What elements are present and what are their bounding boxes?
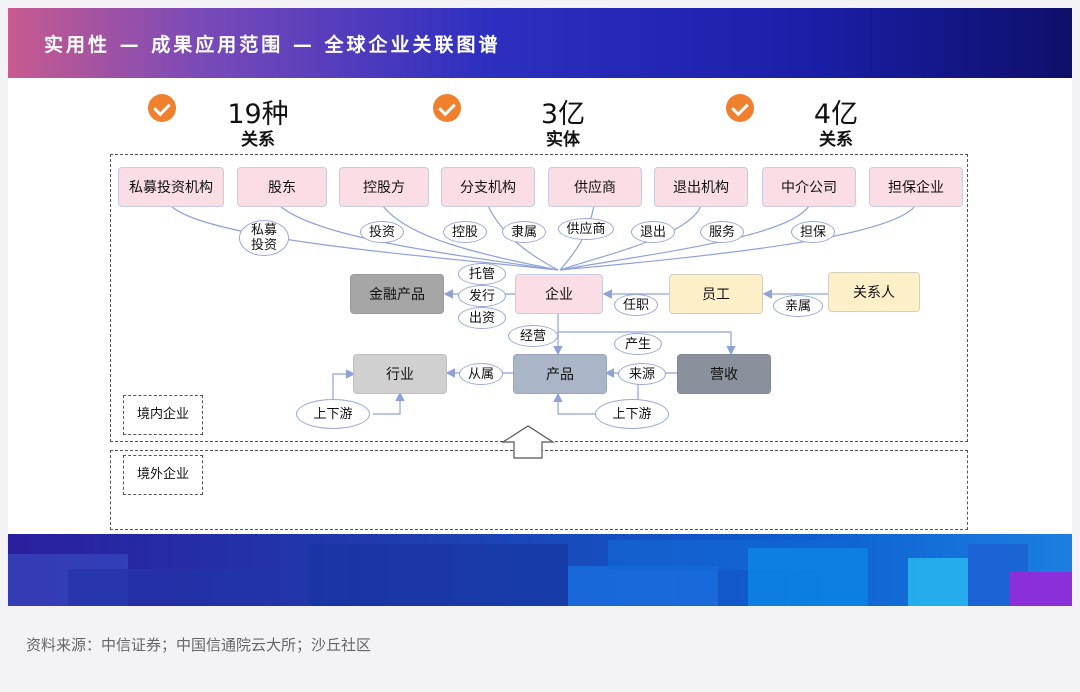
edge-label-holding: 控股 [443, 221, 487, 243]
edge-label-service: 服务 [700, 221, 744, 243]
edge-label-supply: 供应商 [558, 218, 614, 240]
stat-relations: 4亿 关系 [726, 92, 876, 152]
stat-label: 关系 [241, 130, 275, 150]
node-controller: 控股方 [339, 167, 429, 207]
edge-label-private-investment: 私募 投资 [239, 220, 289, 256]
node-supplier: 供应商 [548, 167, 642, 207]
node-financial-product: 金融产品 [350, 274, 444, 314]
node-shareholder: 股东 [237, 167, 327, 207]
edge-label-employ: 任职 [614, 294, 658, 316]
node-intermediary: 中介公司 [762, 167, 856, 207]
edge-line [382, 205, 559, 271]
node-exit-institution: 退出机构 [654, 167, 748, 207]
edge-label-operate: 经营 [508, 325, 558, 347]
edge-label-source: 来源 [618, 363, 666, 385]
stat-value: 19种 [227, 99, 289, 130]
edge-label-guarantee: 担保 [791, 221, 835, 243]
edge-line [559, 205, 702, 271]
source-note: 资料来源：中信证券；中国信通院云大所；沙丘社区 [26, 636, 372, 654]
edge-label-investment: 投资 [360, 221, 404, 243]
edge-label-affiliation: 隶属 [502, 221, 546, 243]
edge-label-generate: 产生 [614, 333, 662, 355]
edge-line [559, 205, 916, 271]
node-enterprise: 企业 [515, 274, 603, 314]
title-banner: 实用性 — 成果应用范围 — 全球企业关联图谱 [8, 8, 1072, 78]
edge-label-kin: 亲属 [773, 295, 823, 317]
check-icon [433, 94, 461, 122]
node-guarantor: 担保企业 [869, 167, 963, 207]
edge-label-custody: 托管 [458, 263, 506, 285]
check-icon [726, 94, 754, 122]
edge-line [487, 205, 559, 271]
node-private-equity: 私募投资机构 [118, 167, 224, 207]
decorative-footer-band [8, 534, 1072, 606]
stat-entities: 3亿 实体 [433, 92, 603, 152]
edge-label-issue: 发行 [458, 285, 506, 307]
edge-label-belongs: 从属 [459, 363, 503, 385]
edge-line [373, 391, 405, 415]
node-related-person: 关系人 [828, 272, 920, 312]
edge-label-capital: 出资 [458, 307, 506, 329]
domestic-region-label: 境内企业 [123, 395, 203, 435]
slide: 实用性 — 成果应用范围 — 全球企业关联图谱 19种 关系 3亿 实体 4亿 … [8, 8, 1072, 606]
node-branch: 分支机构 [441, 167, 535, 207]
edge-line [558, 331, 736, 356]
edge-line [559, 205, 595, 271]
node-revenue: 营收 [677, 354, 771, 394]
edge-label-product-chain: 上下游 [595, 399, 669, 429]
node-product: 产品 [513, 354, 607, 394]
stat-value: 4亿 [813, 99, 859, 130]
node-industry: 行业 [353, 354, 447, 394]
node-employee: 员工 [669, 274, 763, 314]
up-arrow-icon [500, 425, 556, 459]
edge-label-exit: 退出 [631, 221, 675, 243]
stat-relation-types: 19种 关系 [148, 92, 308, 152]
edge-line [170, 205, 559, 271]
stat-value: 3亿 [540, 99, 586, 130]
edge-label-industry-chain: 上下游 [296, 399, 370, 429]
check-icon [148, 94, 176, 122]
stat-label: 实体 [546, 130, 580, 150]
stat-label: 关系 [819, 130, 853, 150]
banner-title: 实用性 — 成果应用范围 — 全球企业关联图谱 [44, 34, 501, 56]
edge-line [279, 205, 559, 271]
overseas-region-label: 境外企业 [123, 455, 203, 495]
edge-line [553, 392, 602, 415]
edge-line [559, 205, 810, 271]
